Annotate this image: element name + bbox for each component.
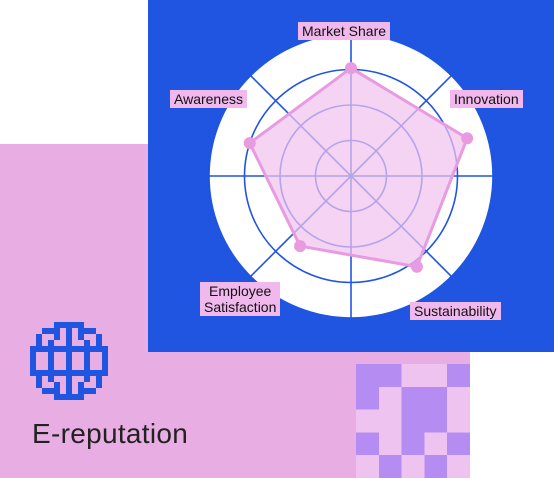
axis-label-sustainability: Sustainability xyxy=(410,302,501,320)
globe-icon xyxy=(30,322,108,400)
employee-label-line1: Employee xyxy=(209,283,272,299)
employee-label-line2: Satisfaction xyxy=(204,299,277,315)
brand-title: E-reputation xyxy=(32,418,189,449)
radar-area xyxy=(248,66,469,269)
radar-point xyxy=(294,240,307,253)
pixel-pattern-decoration xyxy=(356,364,470,478)
axis-label-innovation: Innovation xyxy=(450,90,523,108)
radar-point xyxy=(461,132,474,145)
axis-label-awareness: Awareness xyxy=(170,90,248,108)
radar-series xyxy=(243,62,474,273)
radar-point xyxy=(410,260,423,273)
radar-point xyxy=(345,62,357,75)
axis-label-employee-satisfaction: Employee Satisfaction xyxy=(200,282,281,316)
axis-label-market-share: Market Share xyxy=(298,22,391,40)
radar-point xyxy=(243,137,256,150)
